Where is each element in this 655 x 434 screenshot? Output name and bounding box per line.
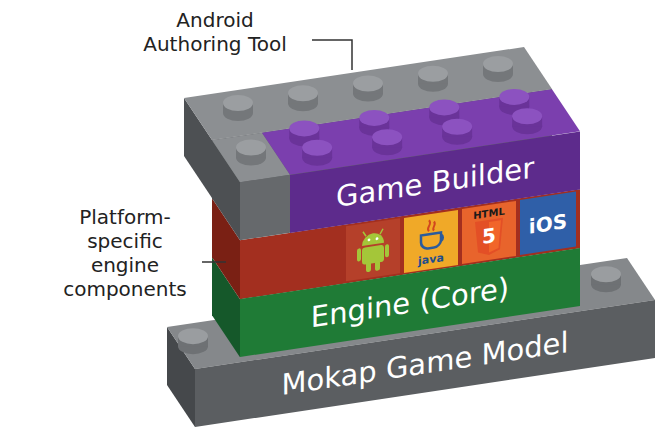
brick-stud (236, 140, 266, 166)
brick-stud (223, 95, 253, 121)
brick-stud (418, 66, 448, 92)
platform-tile: HTML5 (462, 201, 516, 264)
platform-name: 5 (482, 223, 496, 249)
callout-label: Android Authoring Tool (130, 8, 300, 56)
platform-tile: iOS (520, 192, 576, 255)
platform-tile: java (404, 210, 458, 273)
brick-stud (288, 85, 318, 111)
leader-line (312, 40, 352, 70)
android-icon (346, 218, 400, 281)
brick-front (240, 175, 290, 241)
brick-stud (302, 140, 332, 166)
brick-stud (591, 266, 621, 292)
platform-name: iOS (529, 209, 567, 239)
platform-name: java (418, 251, 444, 268)
brick-stud (483, 56, 513, 82)
brick-stud (353, 76, 383, 102)
brick-stud (178, 328, 208, 354)
brick-stud (372, 129, 402, 155)
leader-line (202, 261, 226, 263)
brick-stud (442, 119, 472, 145)
brick-stud (512, 108, 542, 134)
callout-label: Platform-specific engine components (55, 205, 195, 301)
